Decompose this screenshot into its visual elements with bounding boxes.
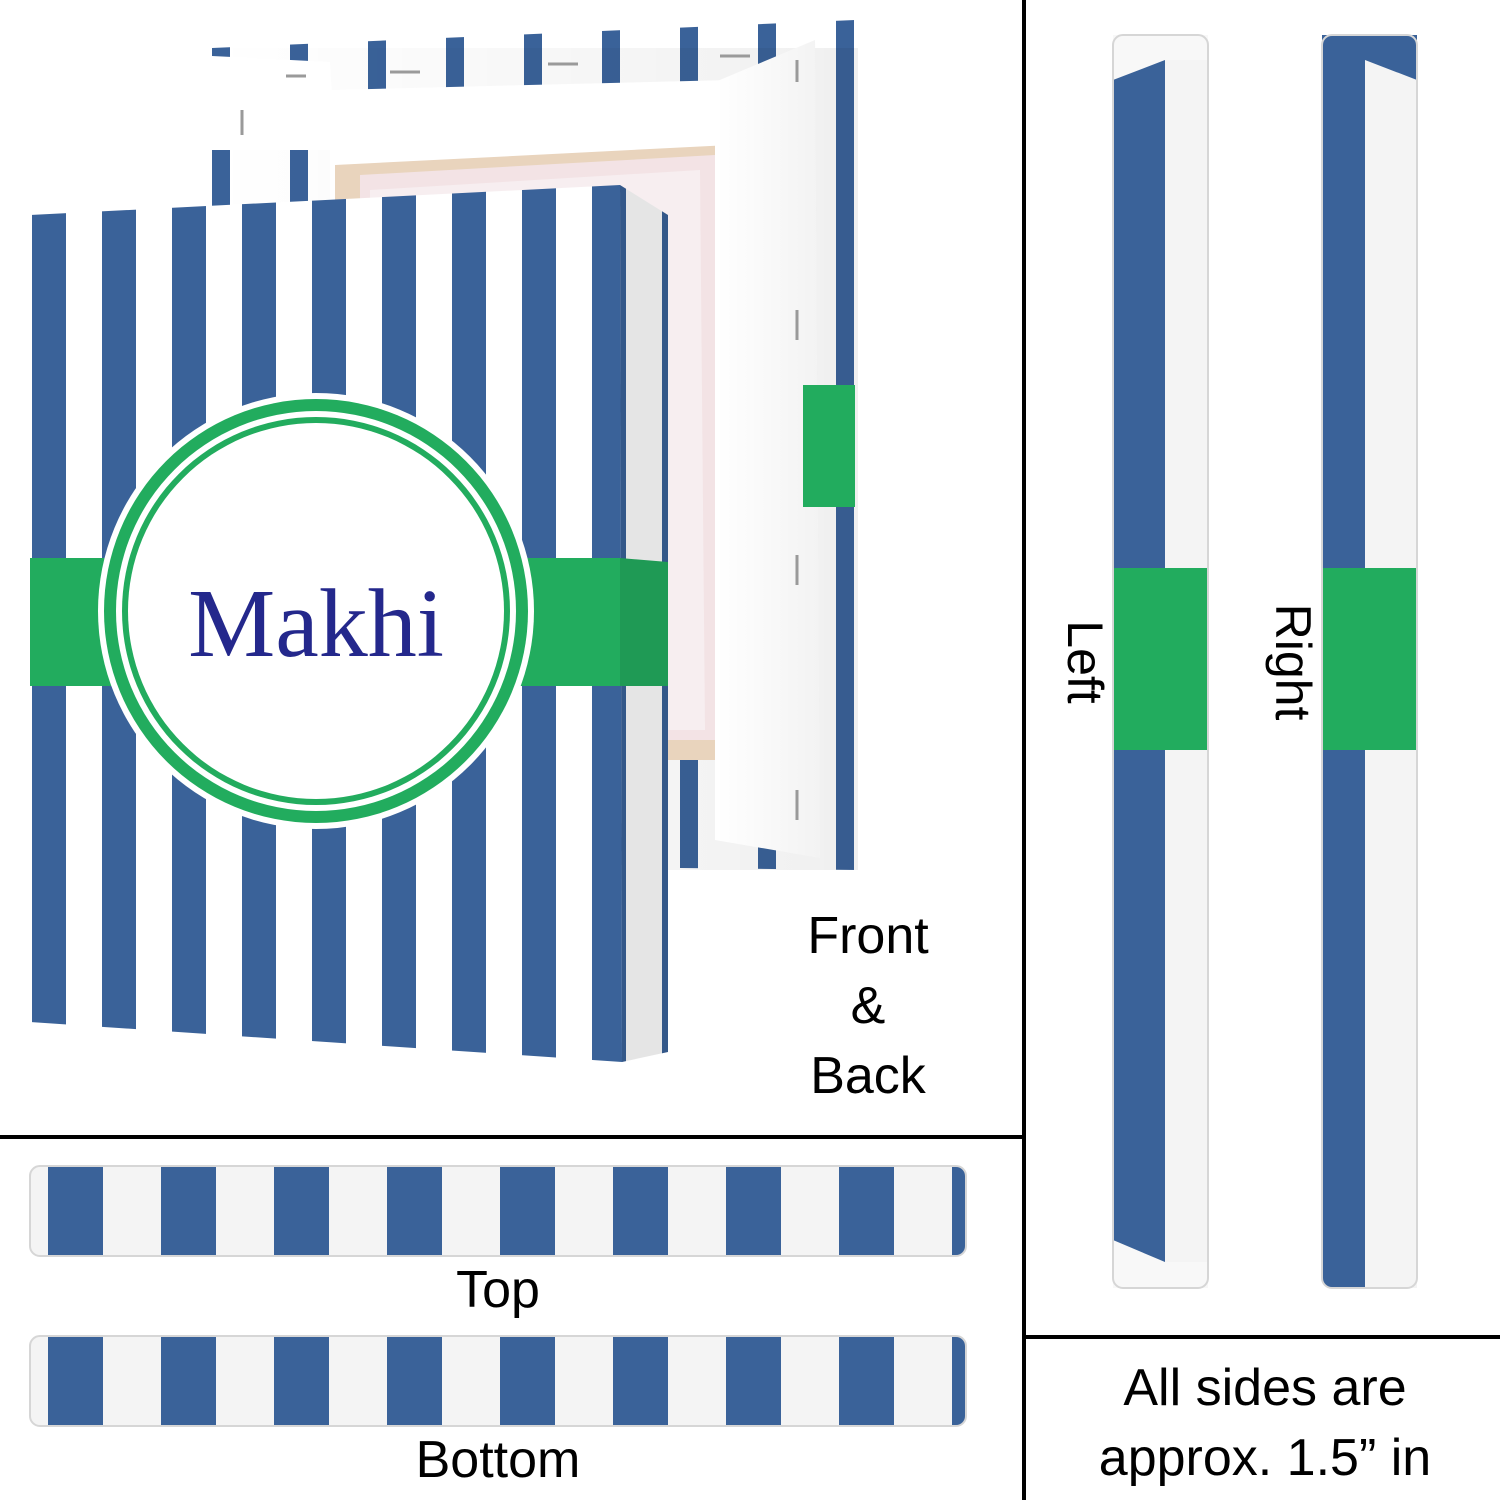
horizontal-divider-left — [0, 1135, 1024, 1139]
size-note-line2: approx. 1.5” in — [1098, 1429, 1432, 1487]
left-side-strip — [1112, 34, 1209, 1289]
bottom-side-label: Bottom — [415, 1431, 581, 1489]
canvas-front: Makhi — [30, 185, 668, 1062]
right-side-label: Right — [1265, 604, 1321, 721]
top-side-strip — [29, 1165, 967, 1257]
horizontal-divider-right — [1024, 1335, 1500, 1339]
front-back-label-line3: Back — [810, 1047, 926, 1105]
size-note-line1: All sides are — [1123, 1359, 1407, 1417]
top-side-label: Top — [456, 1261, 540, 1319]
left-side-label: Left — [1057, 620, 1113, 704]
right-side-strip — [1321, 34, 1418, 1289]
front-name-text: Makhi — [188, 570, 444, 678]
vertical-divider — [1022, 0, 1026, 1500]
bottom-side-strip — [29, 1335, 967, 1427]
front-back-label-line2: & — [850, 977, 886, 1035]
front-back-label-line1: Front — [807, 907, 929, 965]
